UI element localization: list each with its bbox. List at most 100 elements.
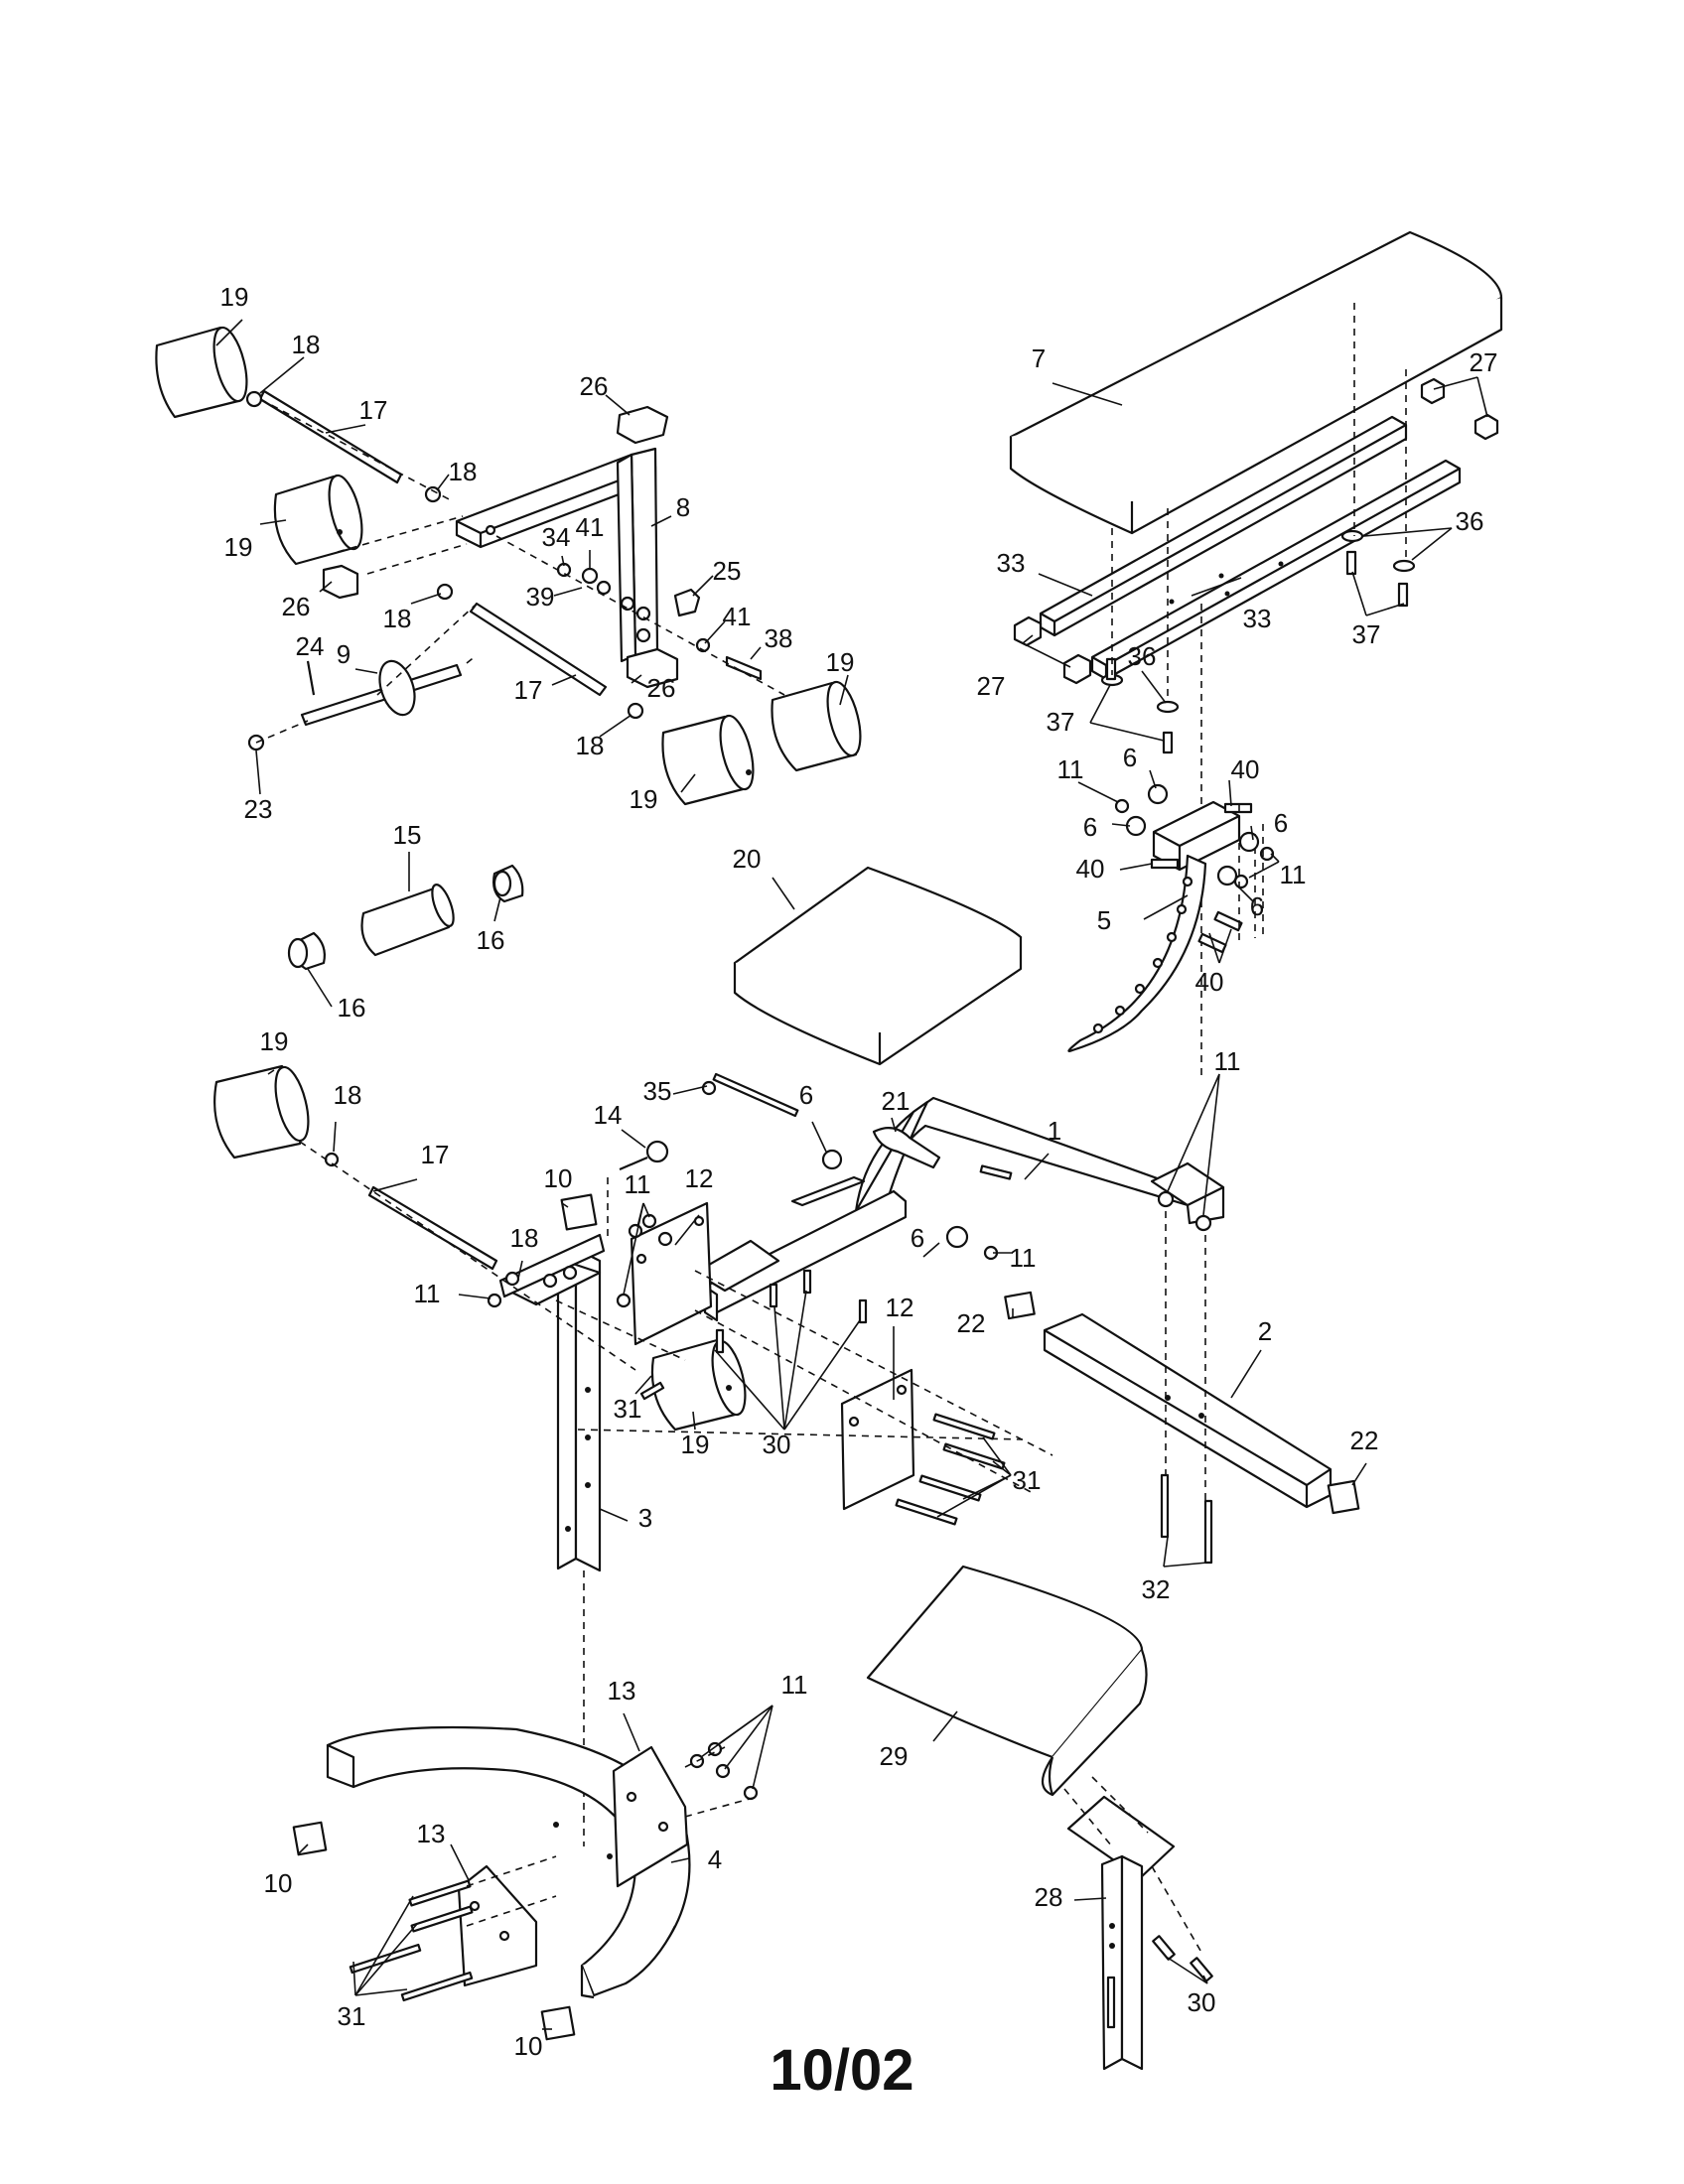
callout: 19 [224,532,253,562]
callout: 40 [1231,754,1260,784]
callout: 40 [1076,854,1105,884]
callout: 16 [338,993,366,1023]
callout: 26 [580,371,609,401]
incline-bracket-part-5 [1067,800,1241,1052]
roller-tube-part-9 [247,659,463,751]
callout: 33 [1243,604,1272,633]
callout: 10 [264,1868,293,1898]
callout: 23 [244,794,273,824]
crossbar-part-2 [1043,1312,1333,1509]
callout: 19 [220,282,249,312]
callout: 35 [643,1076,672,1106]
callout: 20 [733,844,762,874]
callout: 13 [608,1676,636,1706]
callout: 31 [338,2001,366,2031]
callout: 17 [514,675,543,705]
callout: 17 [359,395,388,425]
callout: 26 [282,592,311,621]
callout: 40 [1195,967,1224,997]
back-pad-part-7 [1009,230,1503,535]
callout: 6 [1083,812,1097,842]
sleeve-ends-16 [287,864,524,971]
callout: 8 [676,492,690,522]
callout: 18 [449,457,478,486]
roller-sleeve-part-15 [360,884,455,957]
seat-pad-part-20 [733,866,1023,1066]
leader-lines [215,319,1488,1008]
callout: 7 [1032,343,1046,373]
callout: 10 [514,2031,543,2061]
bracket-hardware-6-11-40 [1114,783,1275,954]
callout: 32 [1142,1574,1171,1604]
callout: 22 [1350,1426,1379,1455]
base-caps-10 [292,1193,598,2041]
callout: 19 [826,647,855,677]
knob-pin-14-21-35 [619,1072,999,1261]
callout: 37 [1047,707,1075,737]
callout: 27 [977,671,1006,701]
callout: 34 [542,522,571,552]
leg-tower-part-8 [455,447,659,663]
callout: 31 [1013,1465,1042,1495]
callout: 13 [417,1819,446,1848]
base-part-4 [326,1725,691,1999]
callout: 16 [477,925,505,955]
callout: 36 [1128,641,1157,671]
callout: 41 [576,512,605,542]
callout: 19 [681,1430,710,1459]
callout: 11 [414,1279,441,1308]
callout: 18 [383,604,412,633]
callout: 26 [647,673,676,703]
callout: 6 [911,1223,924,1253]
callout: 6 [1250,891,1264,921]
callout: 11 [781,1670,808,1700]
bench-rails-part-33 [1039,415,1462,681]
callout: 19 [630,784,658,814]
callout: 11 [625,1169,651,1199]
base-plates-13 [457,1745,689,1987]
main-frame-part-1 [854,1096,1225,1225]
callout: 5 [1097,905,1111,935]
callout: 27 [1470,347,1498,377]
callout: 14 [594,1100,623,1130]
callout: 12 [685,1163,714,1193]
callout: 9 [337,639,351,669]
callout: 3 [638,1503,652,1533]
callout: 11 [1280,860,1307,889]
rod-ends-18 [245,390,644,720]
callout: 12 [886,1293,914,1322]
callout: 22 [957,1308,986,1338]
leg-rollers-19-bottom [213,1064,747,1432]
callout: 11 [1057,754,1084,784]
callout: 30 [763,1430,791,1459]
upright-part-3 [498,1233,606,1572]
preacher-post-part-28 [1066,1795,1213,2071]
callout: 41 [723,602,752,631]
callout: 18 [292,330,321,359]
callout: 29 [880,1741,909,1771]
callout: 10 [544,1163,573,1193]
callout: 25 [713,556,742,586]
callout: 33 [997,548,1026,578]
callout: 18 [334,1080,362,1110]
callout: 6 [1274,808,1288,838]
callout: 36 [1456,506,1484,536]
callout: 6 [799,1080,813,1110]
callout: 30 [1188,1987,1216,2017]
callout: 37 [1352,619,1381,649]
callout: 17 [421,1140,450,1169]
callout: 6 [1123,743,1137,772]
callout: 2 [1258,1316,1272,1346]
callout: 28 [1035,1882,1063,1912]
end-caps-part-27 [1013,377,1499,685]
washers-bolts-36-37 [1100,529,1416,754]
callout: 11 [1214,1046,1241,1076]
callout: 38 [765,623,793,653]
bolts-nuts-11-30-31 [487,1190,1213,1565]
callout: 15 [393,820,422,850]
callout: 19 [260,1026,289,1056]
callout: 18 [510,1223,539,1253]
foam-rollers-19 [155,326,862,806]
callout-labels: 19 18 17 18 19 26 8 34 41 26 18 39 25 41… [220,282,1498,2061]
